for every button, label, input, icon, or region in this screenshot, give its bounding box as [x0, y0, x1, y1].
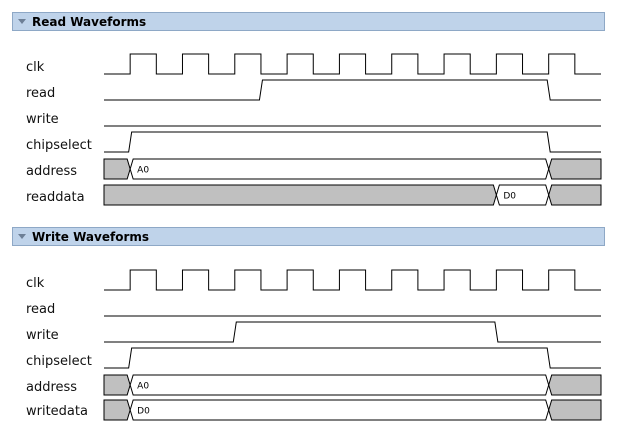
- panel1-clk-wave: [104, 53, 601, 75]
- panel2-clk-wave: [104, 269, 601, 291]
- panel1-chipselect-wave: [104, 131, 601, 153]
- panel2-writedata-segment: [103, 399, 131, 421]
- panel1-readdata-value-label: D0: [503, 192, 516, 202]
- panel1-address-segment: [103, 158, 131, 180]
- panel1-address-segment: [129, 158, 550, 180]
- panel-title: Read Waveforms: [32, 15, 147, 29]
- collapse-triangle-icon[interactable]: [18, 19, 26, 24]
- signal-label-writedata: writedata: [26, 404, 88, 419]
- panel2-chipselect-wave: [104, 347, 601, 369]
- signal-label-read: read: [26, 86, 56, 101]
- panel1-address-segment: [548, 158, 602, 180]
- signal-label-chipselect: chipselect: [26, 354, 92, 369]
- panel2-write-wave: [104, 321, 601, 343]
- panel2-address-segment: [129, 374, 550, 396]
- write-waveforms-header[interactable]: Write Waveforms: [12, 227, 605, 246]
- collapse-triangle-icon[interactable]: [18, 234, 26, 239]
- signal-label-write: write: [26, 328, 59, 343]
- signal-label-readdata: readdata: [26, 190, 85, 205]
- panel2-address-segment: [103, 374, 131, 396]
- panel1-address-value-label: A0: [137, 166, 149, 176]
- signal-label-address: address: [26, 164, 78, 179]
- panel2-address-value-label: A0: [137, 382, 149, 392]
- panel-title: Write Waveforms: [32, 230, 150, 244]
- read-waveforms-header[interactable]: Read Waveforms: [12, 12, 605, 31]
- signal-label-read: read: [26, 302, 56, 317]
- panel2-writedata-value-label: D0: [137, 407, 150, 417]
- signal-label-write: write: [26, 112, 59, 127]
- panel1-read-wave: [104, 79, 601, 101]
- signal-label-clk: clk: [26, 60, 45, 75]
- signal-label-address: address: [26, 380, 78, 395]
- panel2-address-segment: [548, 374, 602, 396]
- panel2-writedata-segment: [548, 399, 602, 421]
- panel1-readdata-segment: [103, 184, 497, 206]
- signal-label-chipselect: chipselect: [26, 138, 92, 153]
- signal-label-clk: clk: [26, 276, 45, 291]
- panel2-writedata-segment: [129, 399, 550, 421]
- panel1-readdata-segment: [548, 184, 602, 206]
